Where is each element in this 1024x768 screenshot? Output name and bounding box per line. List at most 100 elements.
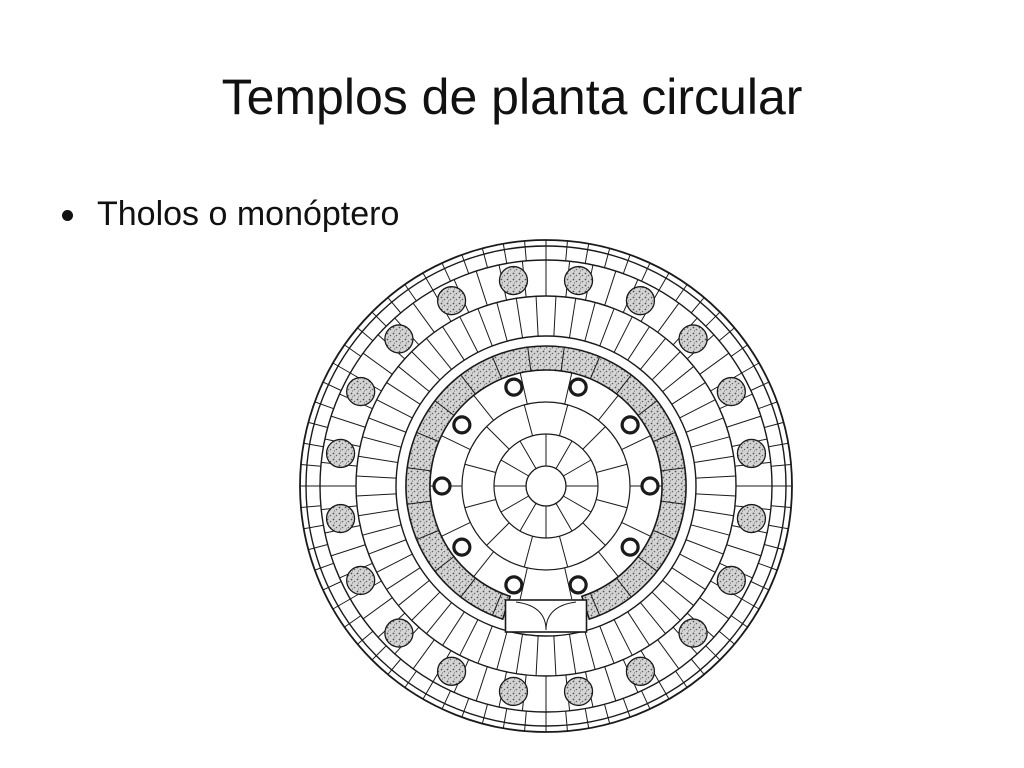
ambulatory-paving-line <box>679 553 716 573</box>
cella-wall-joint <box>589 592 601 616</box>
step-joint-line <box>422 272 434 291</box>
ambulatory-paving-line <box>627 611 650 646</box>
cella-paving-line-middle <box>582 522 606 546</box>
cella-wall-joint <box>491 356 503 380</box>
cella-wall-joint <box>407 500 432 505</box>
ambulatory-paving-line <box>442 611 465 646</box>
step-joint-line <box>461 698 470 718</box>
step-joint-line <box>322 381 342 391</box>
cella-paving-line-outer <box>564 372 573 405</box>
ambulatory-paving-line <box>496 302 508 342</box>
cella-wall-joint <box>460 374 476 395</box>
ambulatory-paving-line <box>362 436 402 448</box>
ambulatory-paving-line <box>376 399 413 419</box>
step-joint-line <box>502 708 508 729</box>
ambulatory-paving-line <box>376 553 413 573</box>
cella-paving-line-middle <box>486 426 510 450</box>
ambulatory-paving-line <box>535 635 539 676</box>
step-joint-line <box>741 598 760 610</box>
cella-paving-line-middle <box>523 404 534 436</box>
step-joint-line <box>690 658 705 675</box>
ambulatory-paving-line <box>651 351 681 381</box>
step-joint-line <box>604 248 611 268</box>
cella-wall-joint <box>407 467 432 472</box>
outer-column <box>736 438 767 469</box>
cella-wall-joint <box>460 577 476 598</box>
ambulatory-paving-line <box>584 630 596 670</box>
ambulatory-paving-line <box>599 625 615 664</box>
outer-column <box>325 438 356 469</box>
ambulatory-paving-line <box>613 619 633 656</box>
ambulatory-paving-line <box>358 455 398 464</box>
cella-paving-line-outer <box>519 372 528 405</box>
cella-wall <box>405 345 687 621</box>
step-joint-line <box>404 284 417 302</box>
ambulatory-paving-line <box>477 625 493 664</box>
step-joint-line <box>300 464 321 467</box>
step-joint-line <box>300 505 321 508</box>
outer-column <box>563 265 594 296</box>
cella-paving-line-outer <box>621 521 651 537</box>
cella-wall-joint <box>416 431 440 443</box>
inner-column <box>640 476 660 496</box>
step-joint-line <box>357 327 374 342</box>
peristyle-paving-line <box>604 666 617 702</box>
step-joint-line <box>387 658 402 675</box>
ambulatory-paving-line <box>690 436 730 448</box>
peristyle-paving-line <box>726 415 762 428</box>
ambulatory-paving-line <box>459 619 479 656</box>
step-joint-line <box>481 248 488 268</box>
ambulatory-paving-line <box>568 298 577 338</box>
inner-column <box>568 575 588 595</box>
step-joint-line <box>750 381 770 391</box>
outer-column <box>625 286 656 316</box>
cella-paving-line-middle <box>558 404 569 436</box>
ambulatory-paving-line <box>627 326 650 361</box>
step-joint-line <box>641 690 651 710</box>
cella-paving-line-outer <box>597 551 619 578</box>
peristyle-paving-line <box>657 302 680 333</box>
step-joint-line <box>658 272 670 291</box>
cella-paving-line-middle <box>486 522 510 546</box>
outer-column <box>325 503 356 534</box>
cella-wall-joint <box>652 529 676 541</box>
ambulatory-paving-line <box>477 308 493 347</box>
bullet-dot-icon <box>62 209 73 221</box>
step-joint-line <box>730 615 748 628</box>
step-joint-line <box>314 401 334 410</box>
cella-paving-line-inner <box>563 495 592 513</box>
ambulatory-paving-line <box>685 417 724 433</box>
step-joint-line <box>622 698 631 718</box>
ambulatory-paving-line <box>356 475 397 479</box>
cella-paving-line-outer <box>519 567 528 600</box>
cella-paving-line-inner <box>555 503 573 532</box>
step-joint-line <box>441 690 451 710</box>
step-joint-line <box>314 562 334 571</box>
cella-paving-line-middle <box>596 498 628 509</box>
cella-wall-joint <box>560 347 565 372</box>
bullet-text: Tholos o monóptero <box>97 195 400 233</box>
ambulatory-paving-line <box>535 296 539 337</box>
ambulatory-paving-line <box>694 455 734 464</box>
peristyle-paving-line <box>330 544 366 557</box>
step-joint-line <box>332 362 351 374</box>
cella-wall-joint <box>434 556 455 572</box>
ambulatory-paving-line <box>584 302 596 342</box>
step-joint-line <box>387 297 402 314</box>
step-joint-line <box>658 681 670 700</box>
outer-column <box>436 656 467 686</box>
step-joint-line <box>768 442 789 448</box>
step-joint-line <box>768 524 789 530</box>
step-joint-line <box>357 630 374 645</box>
cella-wall-joint <box>434 400 455 416</box>
ambulatory-paving-line <box>426 602 452 634</box>
step-joint-line <box>622 254 631 274</box>
ambulatory-paving-line <box>651 591 681 621</box>
outer-column <box>563 676 594 707</box>
step-joint-line <box>584 243 590 264</box>
slide-title: Templos de planta circular <box>221 69 803 125</box>
step-joint-line <box>461 254 470 274</box>
ambulatory-paving-line <box>368 539 407 555</box>
outer-column <box>436 286 467 316</box>
step-joint-line <box>322 581 342 591</box>
